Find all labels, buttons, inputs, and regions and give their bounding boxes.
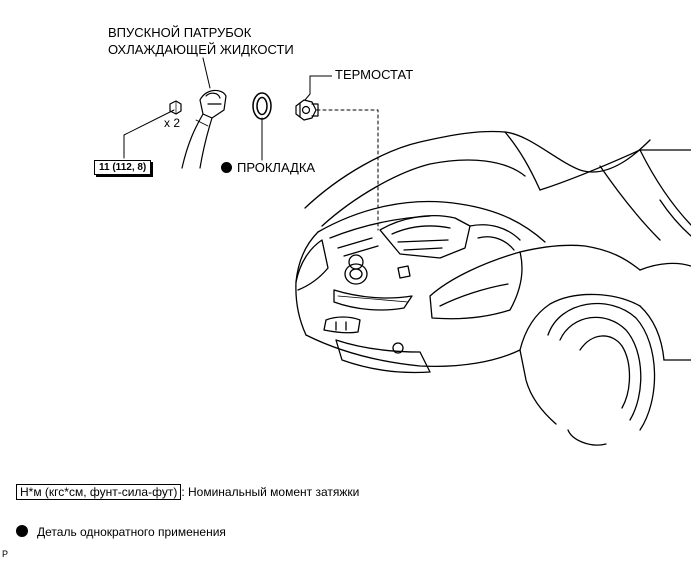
nonreusable-legend-desc: Деталь однократного применения [37,525,226,539]
torque-value-badge: 11 (112, 8) [94,160,152,175]
thermostat-icon [295,99,319,121]
thermostat-label: ТЕРМОСТАТ [335,67,414,82]
coolant-inlet-label-line1: ВПУСКНОЙ ПАТРУБОК [108,25,252,40]
nonreusable-legend: Деталь однократного применения [16,524,226,541]
bolt-quantity: x 2 [164,116,181,130]
bolt-icon [169,100,182,115]
leader-lines [123,57,379,231]
coolant-inlet-hose [181,89,227,169]
coolant-inlet-label-line2: ОХЛАЖДАЮЩЕЙ ЖИДКОСТИ [108,42,294,57]
gasket-label: ПРОКЛАДКА [221,159,315,176]
car-outline [295,130,691,446]
torque-legend-unit: Н*м (кгс*см, фунт-сила-фут) [16,484,182,500]
gasket-icon [252,92,272,120]
torque-legend: Н*м (кгс*см, фунт-сила-фут): Номинальный… [16,484,359,501]
coolant-inlet-label: ВПУСКНОЙ ПАТРУБОК ОХЛАЖДАЮЩЕЙ ЖИДКОСТИ [108,24,294,58]
torque-legend-desc: : Номинальный момент затяжки [181,485,360,499]
figure-code: P [2,549,9,559]
gasket-label-text: ПРОКЛАДКА [237,160,316,175]
legend-dot-icon [16,525,28,537]
non-reusable-dot-icon [221,162,232,173]
